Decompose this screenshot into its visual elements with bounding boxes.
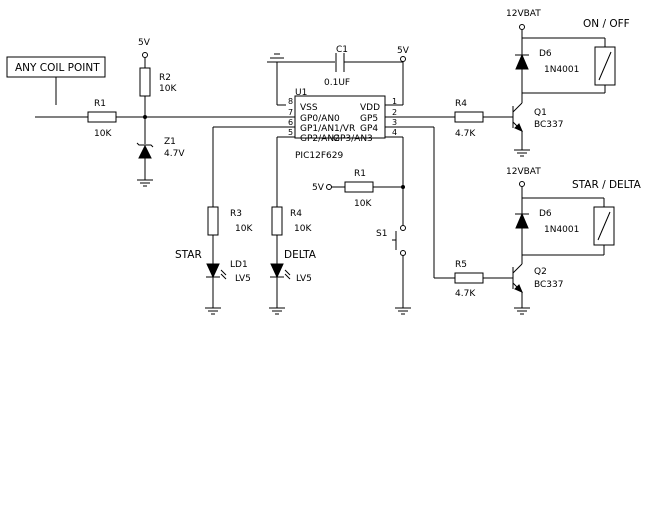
svg-text:1N4001: 1N4001 xyxy=(544,65,579,75)
svg-text:R1: R1 xyxy=(354,169,366,179)
svg-text:GP4: GP4 xyxy=(360,124,378,134)
svg-text:10K: 10K xyxy=(354,199,372,209)
svg-text:10K: 10K xyxy=(294,224,312,234)
svg-text:PIC12F629: PIC12F629 xyxy=(295,151,343,161)
svg-text:Z1: Z1 xyxy=(164,137,176,147)
delta-label: DELTA xyxy=(284,249,317,261)
led-ld2: LV5 xyxy=(268,263,312,315)
svg-text:1N4001: 1N4001 xyxy=(544,225,579,235)
svg-text:4.7K: 4.7K xyxy=(455,289,476,299)
svg-text:U1: U1 xyxy=(295,88,307,98)
svg-text:5V: 5V xyxy=(397,46,410,56)
zener-z1: Z1 4.7V xyxy=(136,117,185,187)
svg-text:VDD: VDD xyxy=(360,103,380,113)
svg-text:10K: 10K xyxy=(94,129,112,139)
resistor-r4-base: R4 4.7K xyxy=(454,99,513,139)
relay-onoff: ON / OFF xyxy=(522,18,630,94)
switch-s1: S1 xyxy=(376,137,412,315)
svg-text:Q1: Q1 xyxy=(534,108,547,118)
svg-text:GP0/AN0: GP0/AN0 xyxy=(300,114,340,124)
resistor-r1-input: R1 10K xyxy=(87,99,117,139)
svg-text:R3: R3 xyxy=(230,209,242,219)
svg-text:Q2: Q2 xyxy=(534,267,547,277)
svg-text:3: 3 xyxy=(392,118,397,127)
relay-stardelta: STAR / DELTA xyxy=(522,179,642,256)
svg-text:2: 2 xyxy=(392,108,397,117)
vss-ground xyxy=(267,53,335,106)
svg-text:GP5: GP5 xyxy=(360,114,378,124)
svg-text:S1: S1 xyxy=(376,229,387,239)
svg-text:12VBAT: 12VBAT xyxy=(506,167,541,177)
svg-text:1: 1 xyxy=(392,97,397,106)
pullup-r1-switch: 5V R1 10K xyxy=(312,169,403,209)
svg-text:D6: D6 xyxy=(539,209,552,219)
svg-text:C1: C1 xyxy=(336,45,348,55)
ic-u1-pic12f629: U1 PIC12F629 VSS GP0/AN0 GP1/AN1/VR GP2/… xyxy=(213,88,455,161)
resistor-r5: R5 4.7K xyxy=(433,127,513,299)
svg-text:STAR / DELTA: STAR / DELTA xyxy=(572,179,642,191)
svg-text:5V: 5V xyxy=(138,38,151,48)
svg-text:R4: R4 xyxy=(455,99,467,109)
svg-text:10K: 10K xyxy=(235,224,253,234)
svg-text:4.7K: 4.7K xyxy=(455,129,476,139)
svg-text:5V: 5V xyxy=(312,183,325,193)
svg-text:LV5: LV5 xyxy=(235,274,251,284)
svg-text:ON / OFF: ON / OFF xyxy=(583,18,630,30)
svg-text:4.7V: 4.7V xyxy=(164,149,185,159)
svg-text:LD1: LD1 xyxy=(230,260,248,270)
svg-text:R2: R2 xyxy=(159,73,171,83)
svg-text:D6: D6 xyxy=(539,49,552,59)
svg-text:4: 4 xyxy=(392,128,397,137)
svg-text:R5: R5 xyxy=(455,260,467,270)
svg-text:6: 6 xyxy=(288,118,293,127)
capacitor-c1: C1 0.1UF xyxy=(324,45,403,88)
svg-text:0.1UF: 0.1UF xyxy=(324,78,350,88)
svg-text:8: 8 xyxy=(288,97,293,106)
vdd-supply: 5V xyxy=(385,46,410,106)
transistor-q2: Q2 BC337 xyxy=(512,255,563,315)
transistor-q1: Q1 BC337 xyxy=(512,93,563,157)
svg-text:5: 5 xyxy=(288,128,293,137)
svg-text:GP1/AN1/VR: GP1/AN1/VR xyxy=(300,124,355,134)
resistor-r3: R3 10K xyxy=(207,127,253,264)
svg-text:7: 7 xyxy=(288,108,293,117)
svg-text:GP2/AN2: GP2/AN2 xyxy=(300,134,340,144)
coil-point-box: ANY COIL POINT xyxy=(6,56,106,105)
svg-text:BC337: BC337 xyxy=(534,120,563,130)
diode-d6-onoff: 12VBAT D6 1N4001 xyxy=(506,9,579,93)
svg-text:BC337: BC337 xyxy=(534,280,563,290)
diode-d6-stardelta: 12VBAT D6 1N4001 xyxy=(506,167,579,255)
svg-text:LV5: LV5 xyxy=(296,274,312,284)
svg-text:R4: R4 xyxy=(290,209,302,219)
svg-text:ANY COIL POINT: ANY COIL POINT xyxy=(15,62,100,74)
resistor-r4-led: R4 10K xyxy=(271,137,312,264)
svg-text:VSS: VSS xyxy=(300,103,318,113)
resistor-r2: 5V R2 10K xyxy=(138,38,177,117)
svg-text:R1: R1 xyxy=(94,99,106,109)
led-ld1: LD1 LV5 xyxy=(204,260,251,315)
svg-text:GP3/AN3: GP3/AN3 xyxy=(333,134,373,144)
svg-text:12VBAT: 12VBAT xyxy=(506,9,541,19)
svg-text:10K: 10K xyxy=(159,84,177,94)
star-label: STAR xyxy=(175,249,202,261)
